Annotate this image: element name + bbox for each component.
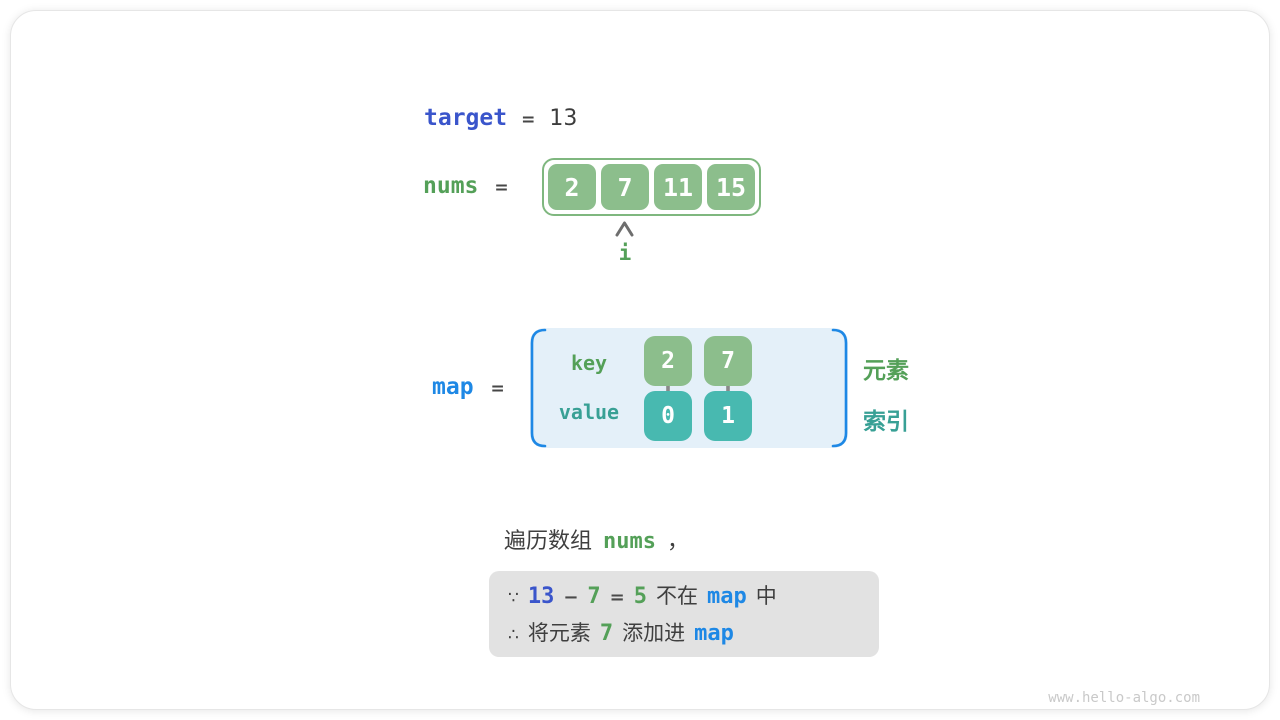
caption-comma: ， [667,529,690,554]
diagram-card: target = 13 nums = 2 7 11 15 i map = [10,10,1270,710]
note-text-in: 中 [755,584,777,608]
map-label-row: map = [432,374,505,400]
index-pointer-caret-icon [615,221,634,237]
target-row: target = 13 [424,105,577,131]
nums-array: 2 7 11 15 [542,158,761,216]
nums-equals: = [494,178,509,198]
map-value-cell: 0 [644,391,692,441]
note-box: ∵ 13 − 7 = 5 不在 map 中 ∴ 将元素 7 添加进 map [489,571,879,657]
equals-operator: = [609,587,625,608]
target-equals: = [521,110,536,130]
note-code-map: map [694,621,734,646]
nums-label: nums [423,173,479,199]
caption-text: 遍历数组 [504,529,593,554]
note-minuend: 13 [527,584,555,609]
note-line-1: ∵ 13 − 7 = 5 不在 map 中 [508,580,879,617]
note-text-add-prefix: 将元素 [527,621,591,645]
map-key-cell: 2 [644,336,692,386]
map-label: map [432,374,474,400]
note-difference: 5 [633,584,648,609]
array-cell: 2 [548,164,596,210]
caption-code-nums: nums [603,529,656,554]
element-side-label: 元素 [863,358,909,384]
index-pointer-label: i [618,241,632,265]
note-text-add-suffix: 添加进 [622,621,686,645]
map-equals: = [490,379,505,399]
because-symbol: ∵ [508,588,519,608]
array-cell: 11 [654,164,702,210]
note-num: 7 [599,621,614,646]
note-code-map: map [707,584,747,609]
target-label: target [424,105,508,131]
note-line-2: ∴ 将元素 7 添加进 map [508,617,879,654]
target-value: 13 [549,106,578,131]
map-container: key value 2 7 0 1 [530,328,848,448]
note-text-not-in: 不在 [656,584,699,608]
watermark: www.hello-algo.com [1048,690,1200,706]
index-side-label: 索引 [863,409,909,435]
map-value-cell: 1 [704,391,752,441]
array-cell: 15 [707,164,755,210]
value-row-label: value [558,400,620,424]
key-row-label: key [570,351,608,375]
nums-label-row: nums = [423,173,509,199]
note-subtrahend: 7 [587,584,601,609]
minus-operator: − [563,587,579,608]
therefore-symbol: ∴ [508,625,519,645]
map-key-cell: 7 [704,336,752,386]
caption-line: 遍历数组 nums ， [504,523,689,555]
array-cell: 7 [601,164,649,210]
